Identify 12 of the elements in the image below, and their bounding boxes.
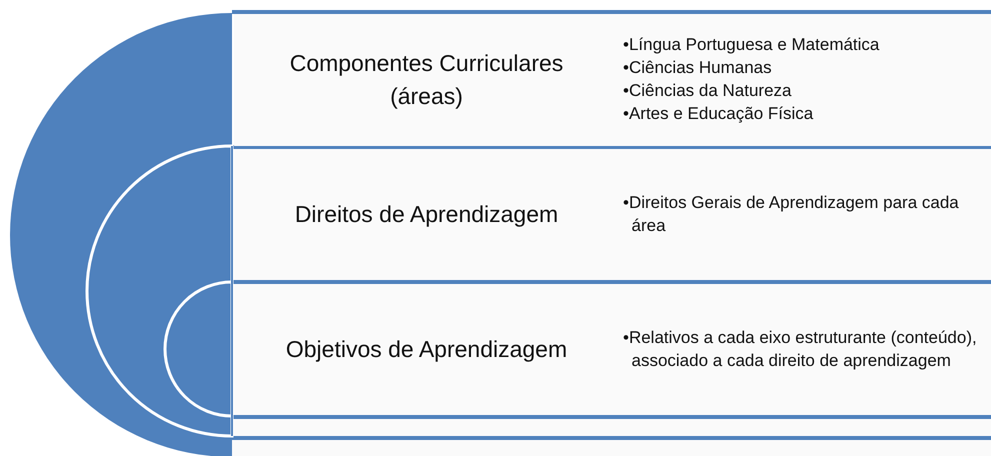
row-panel (234, 14, 991, 146)
row-panel (234, 149, 991, 280)
bullet-item: •Artes e Educação Física (623, 102, 814, 125)
bullet-item: •Língua Portuguesa e Matemática (623, 34, 880, 56)
bullet-item: •Ciências Humanas (623, 57, 773, 80)
row-heading: Direitos de Aprendizagem (294, 200, 560, 229)
row-heading: Componentes Curriculares (áreas) (288, 48, 564, 111)
row-heading: Objetivos de Aprendizagem (284, 334, 568, 364)
row-panel (234, 284, 991, 415)
bullet-item: •Relativos a cada eixo estruturante (conteúdo), associado a cada direito de aprendizagem (623, 326, 978, 372)
bullet-item: •Ciências da Natureza (623, 80, 792, 102)
bullet-item: •Direitos Gerais de Aprendizagem para cada área (623, 192, 960, 236)
